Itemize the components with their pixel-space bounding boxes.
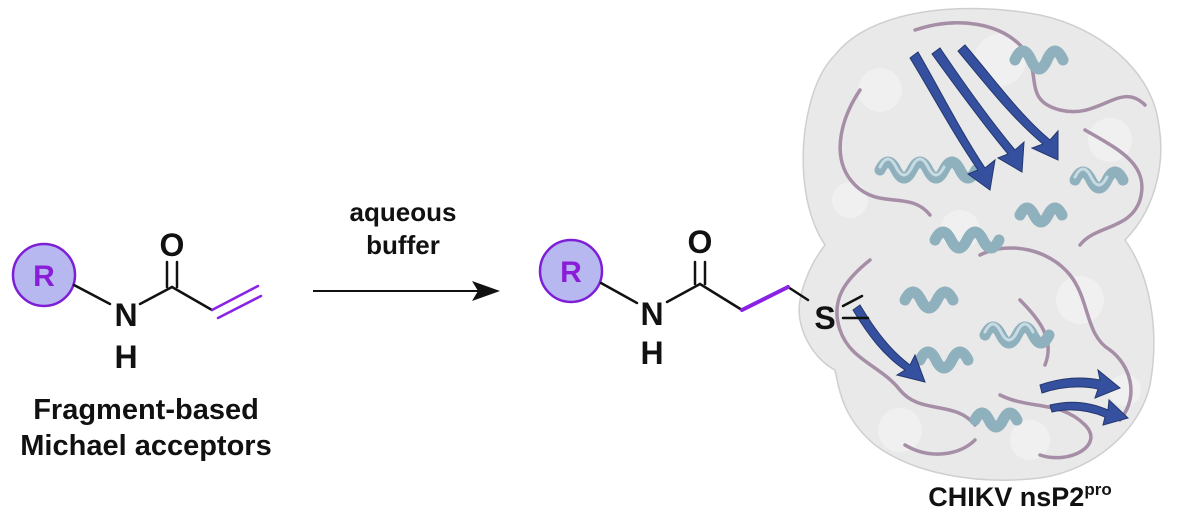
protein-name-superscript: pro <box>1084 480 1112 499</box>
protein-loops <box>835 21 1147 460</box>
reaction-arrow <box>313 281 500 301</box>
reactant-nitrogen-atom: N <box>114 297 137 333</box>
reactant-vinyl-warhead <box>210 284 263 320</box>
product-hydrogen-atom: H <box>640 335 663 371</box>
protein-caption: CHIKV nsP2pro <box>870 474 1170 513</box>
product-r-group-circle <box>538 238 604 304</box>
reactant-bonds <box>72 260 214 312</box>
product-bonds <box>599 260 870 320</box>
reactant-oxygen-atom: O <box>160 227 185 263</box>
conditions-line1: aqueous <box>349 197 457 227</box>
reactant-caption-line2: Michael acceptors <box>20 430 272 462</box>
reaction-conditions: aqueous buffer <box>318 196 488 262</box>
reactant-r-group-circle <box>11 242 77 308</box>
protein-strands <box>852 44 1129 426</box>
reactant-caption: Fragment-based Michael acceptors <box>0 392 292 464</box>
product-sulfur-atom: S <box>814 300 835 336</box>
protein-structure <box>798 7 1162 481</box>
reactant-r-group-label: R <box>33 260 55 293</box>
product-nitrogen-atom: N <box>640 296 663 332</box>
reactant-molecule: R O N H <box>11 227 263 375</box>
conditions-line2: buffer <box>366 230 440 260</box>
product-r-group-label: R <box>560 256 582 289</box>
product-oxygen-atom: O <box>688 224 713 260</box>
protein-name: CHIKV nsP2 <box>928 482 1085 512</box>
reactant-hydrogen-atom: H <box>114 339 137 375</box>
product-molecule: R O N H S <box>538 224 870 371</box>
reactant-caption-line1: Fragment-based <box>33 394 259 426</box>
protein-helix-highlights <box>878 157 1109 342</box>
product-warhead-bond <box>740 285 790 312</box>
